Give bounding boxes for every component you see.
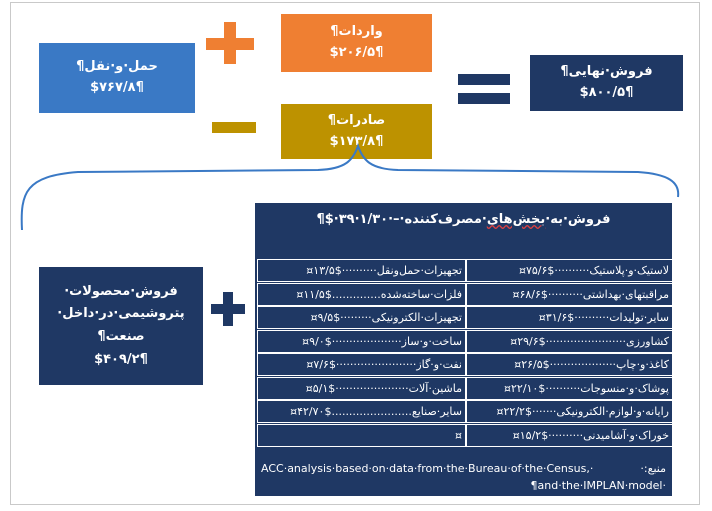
- sector-cell-left: تجهیزات·حمل‌ونقل··········$۱۳/۵¤: [257, 259, 466, 282]
- sector-cell-right: کشاورزی·······················$۲۹/۶¤: [466, 329, 673, 353]
- sector-cell-left: ماشین·آلات·····················$۵/۱¤: [257, 376, 466, 400]
- transport-label: حمل·و·نقل¶: [76, 59, 158, 75]
- sector-table: لاستیک·و·پلاستیک··········$۷۵/۶¤تجهیزات·…: [257, 259, 673, 447]
- source-line2: ¶and·the·IMPLAN·model·: [530, 479, 667, 492]
- sector-cell-left: ساخت·و·ساز····················$۹/۰¤: [257, 329, 466, 353]
- final-sales-value: ¶$۸۰۰/۵: [579, 85, 634, 100]
- equals-operator-bottom: [458, 93, 510, 104]
- domestic-line2: پتروشیمی·در·داخل·: [57, 306, 185, 322]
- consumer-title-prefix: فروش·به·: [545, 212, 611, 227]
- sector-cell-right: لاستیک·و·پلاستیک··········$۷۵/۶¤: [466, 259, 673, 282]
- domestic-value: ¶$۴۰۹/۲: [94, 351, 148, 367]
- sector-cell-right: خوراک·و·آشامیدنی··········$۱۵/۲¤: [466, 423, 673, 447]
- consumer-title-spell: بخش‌های: [486, 212, 546, 227]
- consumer-title-suffix: ·مصرف‌کننده·–·۱/۳۰·۳۹·$¶: [316, 212, 487, 227]
- plus-operator-2-vertical: [223, 292, 233, 326]
- sector-cell-left: نفت·و·گاز·······················$۷/۶¤: [257, 353, 466, 376]
- consumer-sectors-panel: فروش·به·بخش‌های·مصرف‌کننده·–·۱/۳۰·۳۹·$¶ …: [255, 203, 673, 496]
- sector-cell-left: ¤: [257, 423, 466, 447]
- imports-value: ¶$۲۰۶/۵: [329, 45, 384, 60]
- sector-cell-right: سایر·تولیدات··········$۳۱/۶¤: [466, 306, 673, 329]
- domestic-line1: فروش·محصولات·: [64, 283, 178, 299]
- exports-value: ¶$۱۷۳/۸: [329, 133, 384, 149]
- final-sales-box: فروش·نهایی¶ ¶$۸۰۰/۵: [530, 55, 683, 111]
- imports-label: واردات¶: [330, 24, 383, 40]
- domestic-line3: صنعت¶: [97, 329, 145, 344]
- source-label: منبع:·: [640, 462, 666, 475]
- source-line1: ACC·analysis·based·on·data·from·the·Bure…: [261, 462, 594, 475]
- sector-cell-right: مراقبتهای·بهداشتی··········$۶۸/۶¤: [466, 282, 673, 306]
- sector-cell-left: سایر·صنایع.......................$۴۲/۷۰¤: [257, 400, 466, 423]
- source-note: ACC·analysis·based·on·data·from·the·Bure…: [261, 460, 666, 494]
- exports-label: صادرات¶: [327, 112, 386, 128]
- sector-cell-right: کاغذ·و·چاپ···················$۲۶/۵¤: [466, 353, 673, 376]
- final-sales-label: فروش·نهایی¶: [560, 64, 653, 80]
- minus-operator: [212, 122, 256, 133]
- transport-value: ¶$۷۶۷/۸: [90, 80, 144, 95]
- sector-cell-right: رایانه·و·لوازم·الکترونیکی·······$۲۲/۲¤: [466, 400, 673, 423]
- transport-box: حمل·و·نقل¶ ¶$۷۶۷/۸: [39, 43, 195, 113]
- consumer-panel-title: فروش·به·بخش‌های·مصرف‌کننده·–·۱/۳۰·۳۹·$¶: [255, 212, 672, 227]
- imports-box: واردات¶ ¶$۲۰۶/۵: [281, 14, 432, 72]
- sector-cell-left: تجهیزات·الکترونیکی·········$۹/۵¤: [257, 306, 466, 329]
- plus-operator-vertical: [224, 22, 236, 64]
- sector-cell-left: فلزات·ساخته‌شده..............$۱۱/۵¤: [257, 282, 466, 306]
- curly-brace: [20, 143, 680, 231]
- sector-cell-right: پوشاک·و·منسوجات··········$۲۲/۱۰¤: [466, 376, 673, 400]
- equals-operator-top: [458, 74, 510, 85]
- domestic-sales-box: فروش·محصولات· پتروشیمی·در·داخل· صنعت¶ ¶$…: [39, 267, 203, 385]
- slide-frame: [10, 2, 700, 505]
